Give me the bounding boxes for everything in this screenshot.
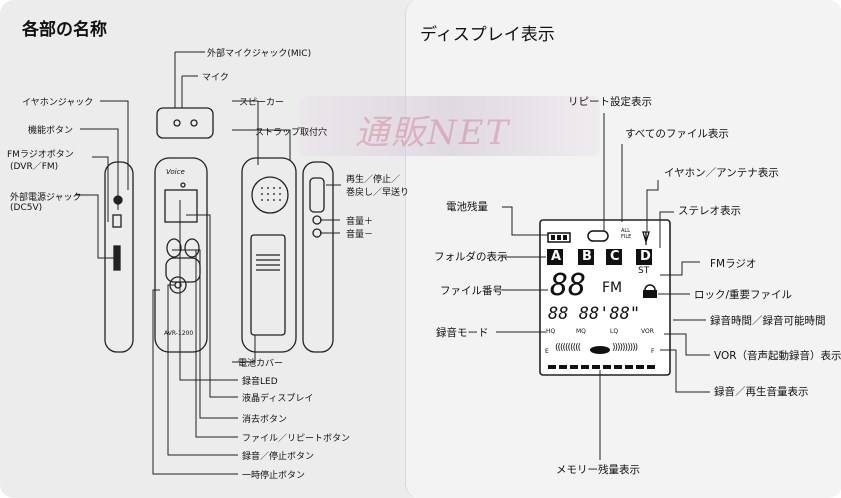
device-front-view [154,157,208,353]
label-function-button: 機能ボタン [28,126,74,136]
parts-title: 各部の名称 [22,20,107,40]
label-rec-led: 録音LED [242,377,278,387]
label-all-files: すべてのファイル表示 [625,128,729,140]
lock-icon [643,290,657,298]
label-earphone-antenna: イヤホン／アンテナ表示 [664,167,779,179]
lcd-folder-a: A [551,249,562,264]
label-play-stop: 再生／停止／ [346,175,401,185]
label-file-number: ファイル番号 [440,285,503,297]
lcd-level-right: )))))))))) [612,343,638,353]
lcd-mode-vor: VOR [641,328,654,335]
label-ext-power-jack-sub: (DC5V) [10,203,43,213]
lcd-f-label: F [651,348,655,355]
label-folder: フォルダの表示 [434,251,508,263]
label-fm-radio-button-sub: (DVR／FM) [10,162,59,172]
lcd-mode-hq: HQ [546,328,556,335]
label-volume-up: 音量＋ [346,217,374,227]
speaker-grille [251,176,289,214]
device-back-view [241,157,297,353]
label-fm-radio-button: FMラジオボタン [7,150,74,160]
lcd-folder-b: B [582,249,592,264]
device-right-side [302,161,334,353]
label-rec-play-volume: 録音／再生音量表示 [714,386,809,398]
label-file-repeat-button: ファイル／リピートボタン [242,434,351,444]
lcd-window [164,189,198,223]
label-repeat-setting: リピート設定表示 [568,96,652,108]
label-lcd-display: 液晶ディスプレイ [242,394,314,404]
memory-bar [548,365,655,369]
device-model: AVR-1200 [164,330,194,337]
lcd-stereo: ST [638,266,650,276]
lcd-fm: FM [602,280,623,296]
lcd-folder-c: C [610,249,620,264]
device-brand: Voice [166,168,185,176]
lcd-file-number: 88 [550,268,587,303]
lcd-mode-mq: MQ [576,328,586,335]
parts-panel [0,0,425,498]
label-lock: ロック/重要ファイル [694,289,793,301]
label-play-stop-sub: 巻戻し／早送り [346,188,410,198]
label-erase-button: 消去ボタン [242,415,288,425]
label-vor: VOR（音声起動録音）表示 [714,350,841,362]
label-pause-button: 一時停止ボタン [242,471,306,481]
label-battery-level: 電池残量 [446,201,488,213]
lcd-folder-d: D [640,249,651,264]
label-stereo: ステレオ表示 [678,205,741,217]
lcd-mode-lq: LQ [610,328,619,335]
battery-cover [250,234,286,336]
label-memory-remaining: メモリー残量表示 [556,464,640,476]
battery-icon [547,232,571,243]
label-volume-down: 音量－ [346,230,374,240]
device-top-view [156,107,214,139]
lcd-level-left: (((((((((( [555,343,581,353]
label-earphone-jack: イヤホンジャック [22,98,94,108]
repeat-icon [587,230,609,242]
watermark-band [300,96,600,156]
label-strap-hole: ストラップ取付穴 [255,128,328,138]
lcd-time: 88 88'88" [548,304,641,324]
label-rec-mode: 録音モード [436,327,489,339]
label-fm-radio: FMラジオ [710,258,757,270]
label-battery-cover: 電池カバー [238,359,284,369]
label-rec-time: 録音時間／録音可能時間 [710,315,826,327]
label-rec-stop-button: 録音／停止ボタン [242,452,315,462]
label-mic: マイク [202,73,229,83]
display-title: ディスプレイ表示 [420,25,555,45]
lcd-e-label: E [545,348,549,355]
label-ext-mic-jack: 外部マイクジャック(MIC) [207,49,312,59]
watermark: 通販NET [355,113,511,153]
label-ext-power-jack: 外部電源ジャック [10,193,82,203]
label-speaker: スピーカー [239,98,285,108]
antenna-icon [642,231,650,245]
device-left-side [104,161,134,353]
